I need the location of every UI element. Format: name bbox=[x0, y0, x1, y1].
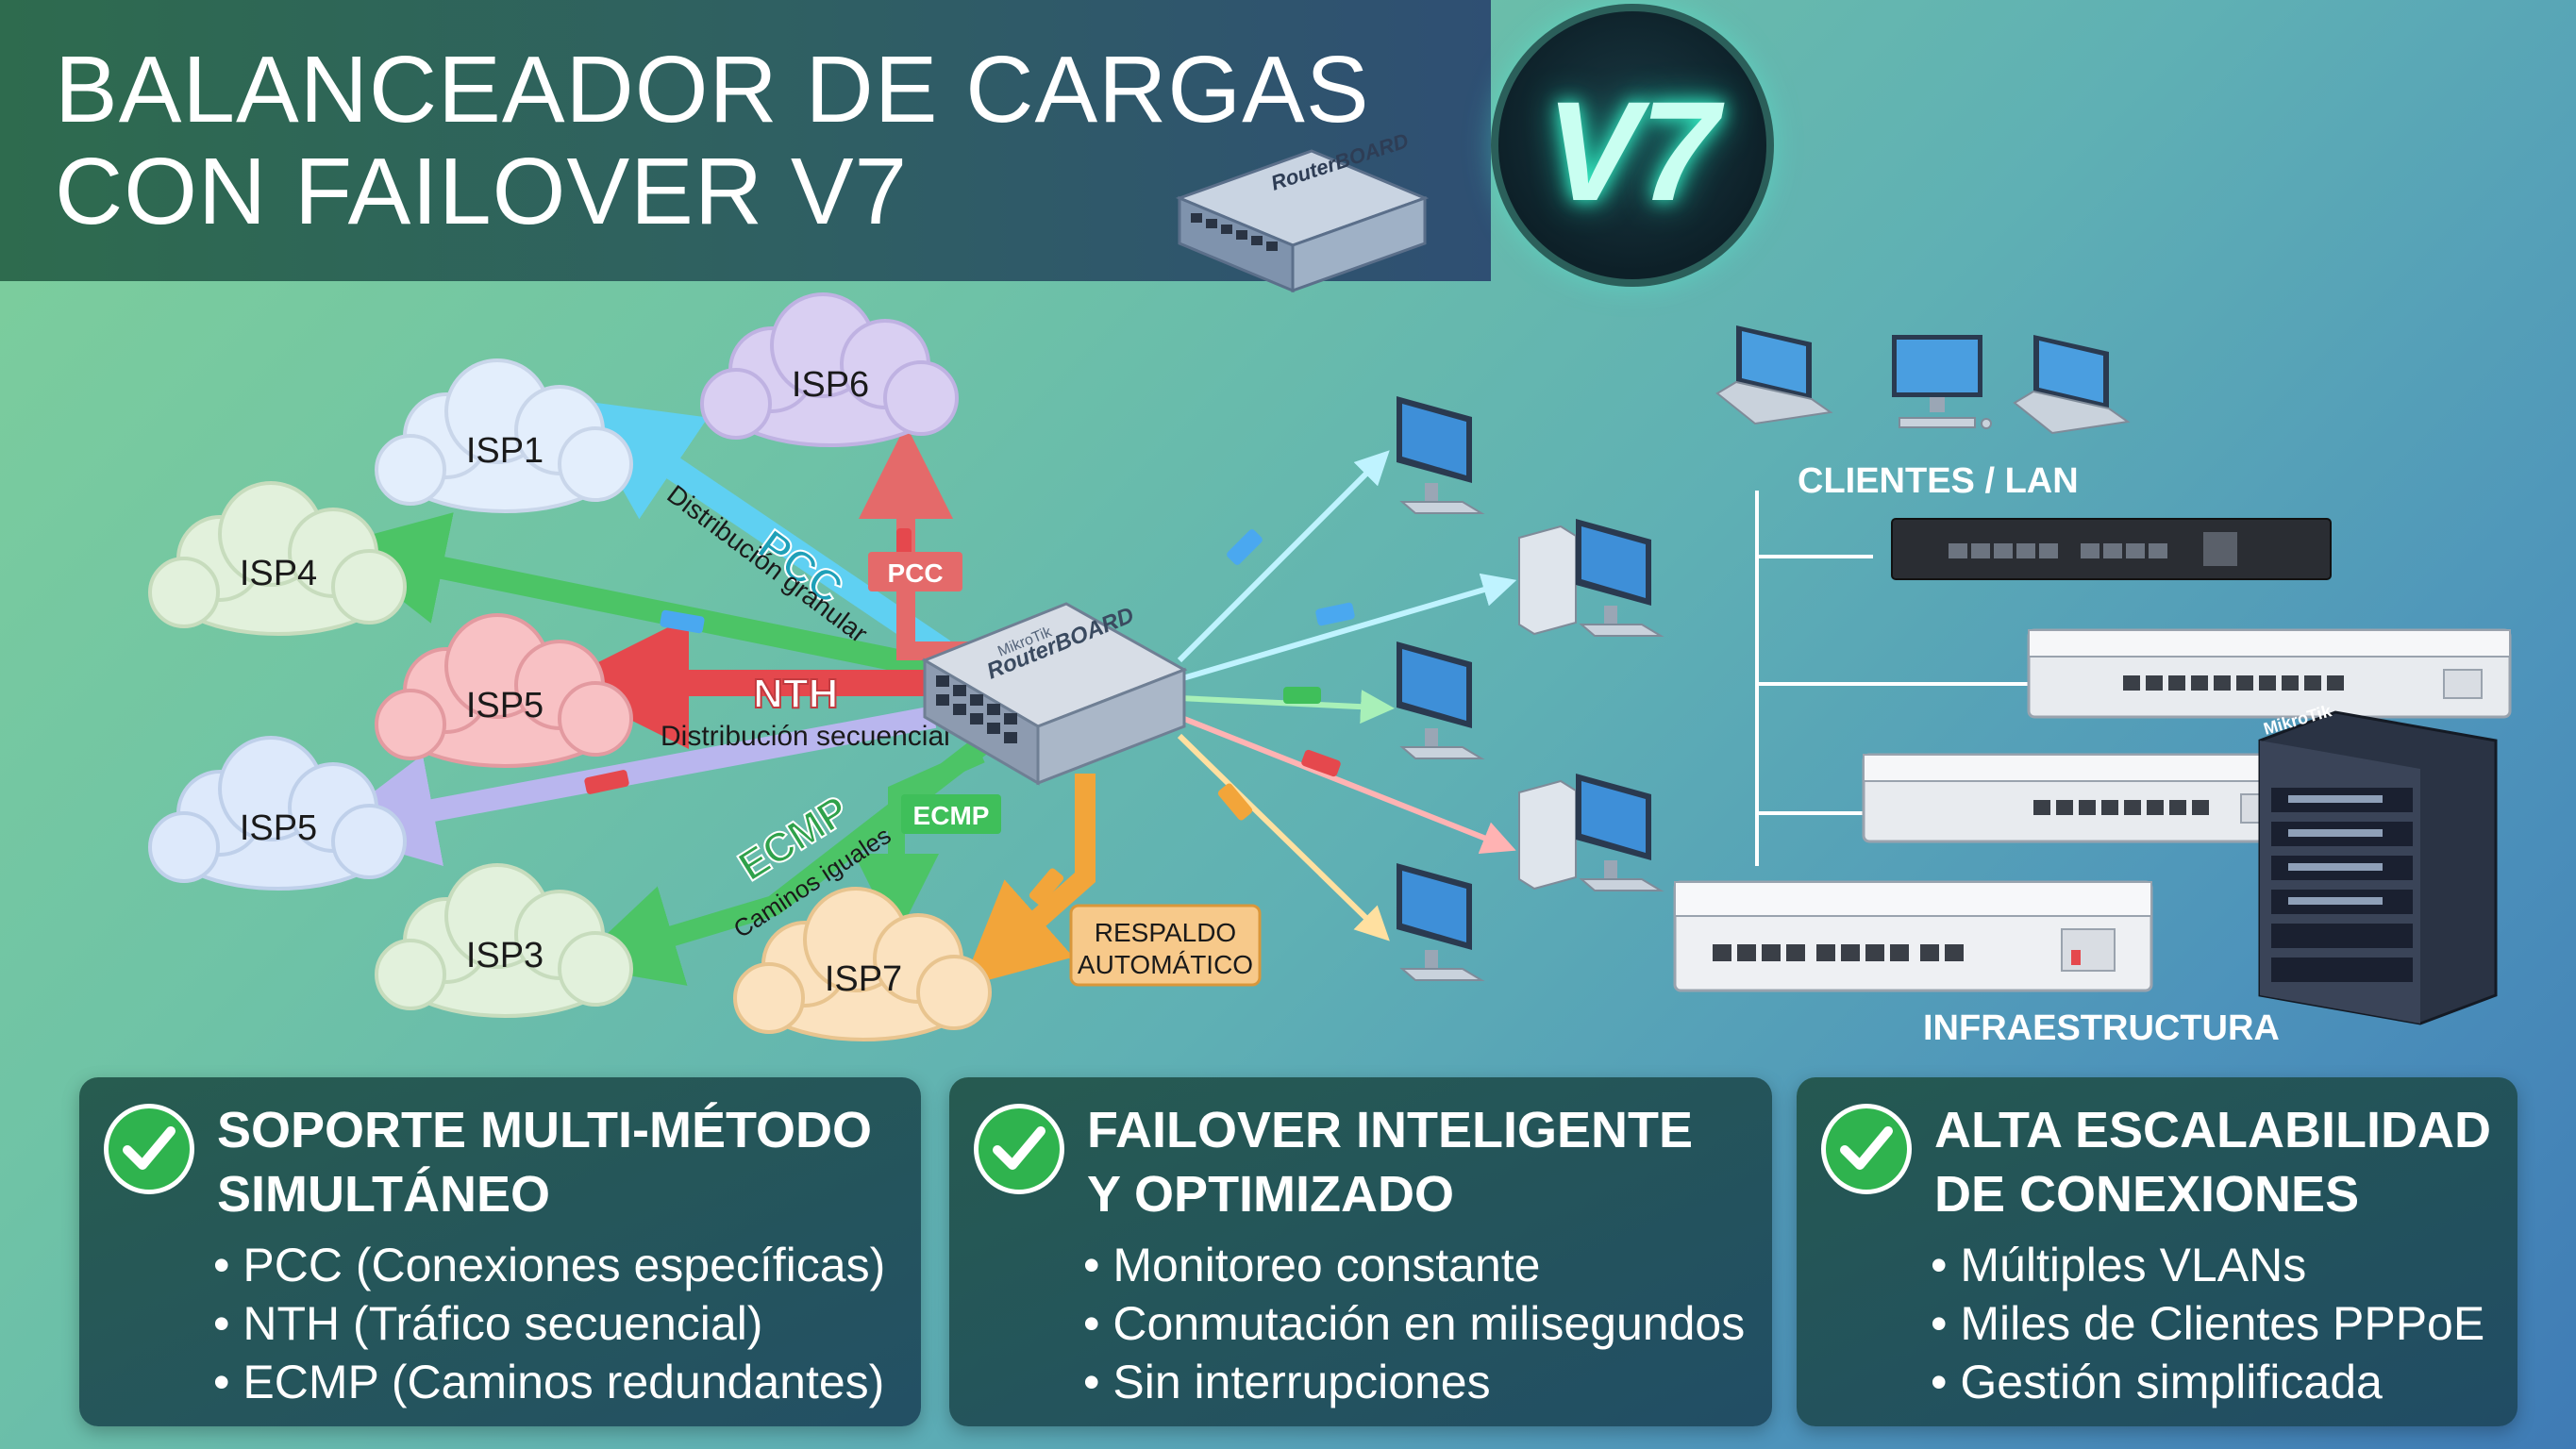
cloud-isp3: ISP3 bbox=[375, 863, 633, 1018]
feature-card-title: FAILOVER INTELIGENTE Y OPTIMIZADO bbox=[1087, 1098, 1693, 1226]
backup-tag bbox=[1069, 904, 1262, 987]
cloud-isp5-red: ISP5 bbox=[375, 613, 633, 768]
feature-card-multi-method: SOPORTE MULTI-MÉTODO SIMULTÁNEO • PCC (C… bbox=[79, 1077, 921, 1426]
feature-card-scalability: ALTA ESCALABILIDAD DE CONEXIONES • Múlti… bbox=[1797, 1077, 2517, 1426]
infrastructure-tree bbox=[1755, 491, 2029, 866]
client-monitor-3 bbox=[1396, 862, 1482, 981]
pcc-small-tag bbox=[868, 552, 962, 591]
clients-lan-label: CLIENTES / LAN bbox=[1798, 461, 2079, 501]
cloud-isp6: ISP6 bbox=[700, 292, 959, 447]
isp5-red-label: ISP5 bbox=[466, 686, 544, 725]
backup-label-line-2: AUTOMÁTICO bbox=[1078, 950, 1253, 979]
network-diagram: ISP1 ISP6 ISP4 ISP5 ISP5 ISP3 bbox=[148, 292, 2512, 1048]
feature-card-item: • NTH (Tráfico secuencial) bbox=[213, 1297, 763, 1350]
isp-clouds: ISP1 ISP6 ISP4 ISP5 ISP5 ISP3 bbox=[148, 292, 992, 1041]
feature-card-title-line-2: SIMULTÁNEO bbox=[217, 1166, 550, 1223]
isp6-label: ISP6 bbox=[792, 365, 869, 405]
feature-card-item: • Sin interrupciones bbox=[1083, 1356, 1491, 1408]
isp3-label: ISP3 bbox=[466, 936, 544, 975]
title-banner: BALANCEADOR DE CARGAS CON FAILOVER V7 Ro… bbox=[0, 0, 1491, 293]
rack-switch-white-2 bbox=[1862, 753, 2337, 843]
lan-devices bbox=[1716, 325, 2129, 434]
feature-card-failover: FAILOVER INTELIGENTE Y OPTIMIZADO • Moni… bbox=[949, 1077, 1772, 1426]
check-icon bbox=[104, 1104, 194, 1194]
ecmp-small-tag bbox=[901, 794, 1001, 834]
isp5-blue-label: ISP5 bbox=[240, 808, 317, 848]
nth-label: NTH bbox=[753, 671, 838, 717]
cloud-isp5-blue: ISP5 bbox=[148, 736, 407, 891]
feature-card-item: • Conmutación en milisegundos bbox=[1083, 1297, 1746, 1350]
arrow-backup-isp7 bbox=[961, 774, 1096, 988]
client-monitor-2 bbox=[1396, 641, 1482, 759]
arrow-pcc-isp1 bbox=[572, 399, 951, 661]
isp7-label: ISP7 bbox=[825, 959, 902, 999]
arrow-ecmp-isp7 bbox=[854, 746, 985, 939]
lan-laptop-2 bbox=[2014, 334, 2129, 434]
feature-card-item: • Múltiples VLANs bbox=[1931, 1239, 2307, 1291]
feature-card-title-line-2: DE CONEXIONES bbox=[1934, 1166, 2360, 1223]
title-line-2: CON FAILOVER V7 bbox=[55, 139, 909, 244]
arrow-isp5-lower bbox=[322, 706, 937, 866]
feature-card-title-line-1: ALTA ESCALABILIDAD bbox=[1934, 1102, 2491, 1158]
infrastructure-label: INFRAESTRUCTURA bbox=[1923, 1008, 2280, 1048]
cloud-isp4: ISP4 bbox=[148, 481, 407, 636]
check-icon bbox=[974, 1104, 1064, 1194]
feature-card-title-line-1: SOPORTE MULTI-MÉTODO bbox=[217, 1102, 872, 1158]
isp4-label: ISP4 bbox=[240, 554, 317, 593]
pcc-small-label: PCC bbox=[887, 558, 943, 588]
feature-card-item: • Miles de Clientes PPPoE bbox=[1931, 1297, 2485, 1350]
feature-card-item: • Gestión simplificada bbox=[1931, 1356, 2383, 1408]
feature-card-title-line-1: FAILOVER INTELIGENTE bbox=[1087, 1102, 1694, 1158]
client-devices bbox=[1396, 395, 1661, 981]
feature-card-item: • Monitoreo constante bbox=[1083, 1239, 1541, 1291]
feature-card-title: SOPORTE MULTI-MÉTODO SIMULTÁNEO bbox=[217, 1098, 872, 1226]
nth-description: Distribución secuencial bbox=[661, 721, 950, 752]
rack-switch-white-1 bbox=[2027, 628, 2512, 719]
v7-badge-text: V7 bbox=[1546, 72, 1719, 230]
server-rack-cabinet: MikroTik bbox=[2258, 701, 2498, 1025]
central-router: MikroTik RouterBOARD bbox=[921, 602, 1188, 786]
rack-router-white-large bbox=[1673, 880, 2153, 992]
client-monitor-1 bbox=[1396, 395, 1482, 514]
feature-card-item: • ECMP (Caminos redundantes) bbox=[213, 1356, 885, 1408]
check-icon bbox=[1821, 1104, 1912, 1194]
client-desktop-2 bbox=[1519, 774, 1661, 891]
client-connections bbox=[1177, 450, 1517, 941]
ecmp-small-label: ECMP bbox=[913, 801, 990, 830]
cloud-isp1: ISP1 bbox=[375, 358, 633, 513]
feature-card-item: • PCC (Conexiones específicas) bbox=[213, 1239, 886, 1291]
title-line-1: BALANCEADOR DE CARGAS bbox=[55, 37, 1370, 142]
rack-router-black bbox=[1891, 518, 2332, 580]
feature-card-title-line-2: Y OPTIMIZADO bbox=[1087, 1166, 1455, 1223]
feature-card-title: ALTA ESCALABILIDAD DE CONEXIONES bbox=[1934, 1098, 2491, 1226]
lan-desktop-monitor bbox=[1892, 335, 1992, 429]
backup-label-line-1: RESPALDO bbox=[1095, 918, 1236, 947]
client-desktop-1 bbox=[1519, 519, 1661, 636]
lan-laptop-1 bbox=[1716, 325, 1832, 425]
cloud-isp7: ISP7 bbox=[733, 887, 992, 1041]
infrastructure-devices: MikroTik bbox=[1673, 518, 2512, 1025]
isp1-label: ISP1 bbox=[466, 431, 544, 471]
title-router-illustration: RouterBOARD bbox=[1175, 132, 1430, 293]
v7-badge: V7 bbox=[1491, 4, 1774, 287]
